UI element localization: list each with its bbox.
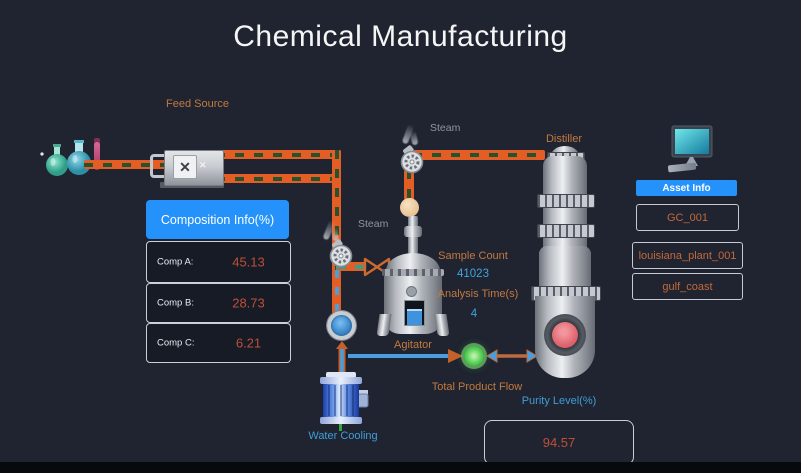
pipe-main-vertical: [332, 150, 341, 272]
distiller-column[interactable]: [527, 146, 603, 382]
analyzer-body: ✕ ✕: [164, 150, 224, 186]
composition-row-b: Comp B: 28.73: [146, 283, 291, 323]
asset-region-box: gulf_coast: [632, 273, 743, 300]
monitor-icon: [667, 125, 713, 173]
product-flow-arrow: [348, 349, 463, 363]
analyzer-x-small-icon: ✕: [199, 160, 207, 170]
pipe-agitator-steam: [404, 170, 414, 200]
distiller-port-red: [552, 322, 578, 348]
comp-a-label: Comp A:: [157, 256, 194, 268]
page-title: Chemical Manufacturing: [233, 20, 568, 53]
water-cooling-pump-icon[interactable]: [314, 372, 370, 432]
composition-row-a: Comp A: 45.13: [146, 241, 291, 283]
asset-device-box: GC_001: [636, 204, 739, 231]
agitator-leg: [376, 314, 392, 336]
steam-fan-icon: [329, 239, 353, 268]
steam-label-left: Steam: [358, 218, 389, 230]
purity-value: 94.57: [542, 435, 576, 450]
comp-b-label: Comp B:: [157, 297, 194, 309]
analysis-time-value: 4: [470, 308, 478, 320]
agitator-label: Agitator: [394, 339, 432, 351]
distiller-flow-arrow: [487, 349, 537, 363]
comp-c-label: Comp C:: [157, 337, 195, 349]
agitator-liquid: [407, 309, 422, 325]
distiller-flange: [537, 224, 595, 238]
bottom-bar: [0, 462, 801, 473]
total-product-flow-label: Total Product Flow: [431, 381, 523, 393]
steam-fan-icon: [400, 145, 424, 174]
purity-level-label: Purity Level(%): [521, 395, 597, 407]
sample-count-label: Sample Count: [438, 250, 508, 262]
distiller-label: Distiller: [545, 133, 583, 145]
comp-a-value: 45.13: [232, 254, 265, 270]
sample-count-value: 41023: [457, 268, 489, 280]
agitator-vessel[interactable]: [376, 196, 450, 352]
pipe-steam-to-distiller: [413, 150, 545, 160]
purity-value-box: 94.57: [484, 420, 634, 465]
agitator-dome: [386, 253, 440, 271]
asset-info-button[interactable]: Asset Info: [636, 180, 737, 196]
water-cooling-label: Water Cooling: [308, 430, 378, 442]
steam-label-top: Steam: [430, 122, 461, 134]
composition-header: Composition Info(%): [146, 200, 289, 239]
agitator-sight-window: [404, 300, 425, 326]
agitator-shaft-collar: [404, 226, 422, 237]
agitator-coupling-ball: [400, 198, 419, 217]
comp-b-value: 28.73: [232, 295, 265, 311]
pipe-feed-bottom: [216, 174, 341, 183]
flow-indicator: [464, 346, 484, 366]
composition-row-c: Comp C: 6.21: [146, 323, 291, 363]
feed-source-label: Feed Source: [166, 98, 229, 110]
analyzer-x-icon: ✕: [173, 155, 197, 179]
analysis-time-label: Analysis Time(s): [437, 288, 519, 300]
sight-glass-port: [327, 311, 356, 340]
distiller-flange: [537, 194, 595, 208]
asset-plant-box: louisiana_plant_001: [632, 242, 743, 269]
comp-c-value: 6.21: [235, 335, 262, 351]
pipe-feed-top: [216, 150, 341, 159]
agitator-flange: [382, 269, 444, 276]
pipe-to-sight-glass: [332, 270, 341, 314]
pipe-feed-inlet: [84, 160, 168, 169]
lab-flasks-icon: [40, 138, 100, 176]
agitator-porthole: [406, 286, 417, 297]
feed-analyzer-unit[interactable]: ✕ ✕: [150, 148, 230, 190]
pipe-to-valve: [336, 262, 366, 271]
distiller-cap: [551, 146, 579, 156]
